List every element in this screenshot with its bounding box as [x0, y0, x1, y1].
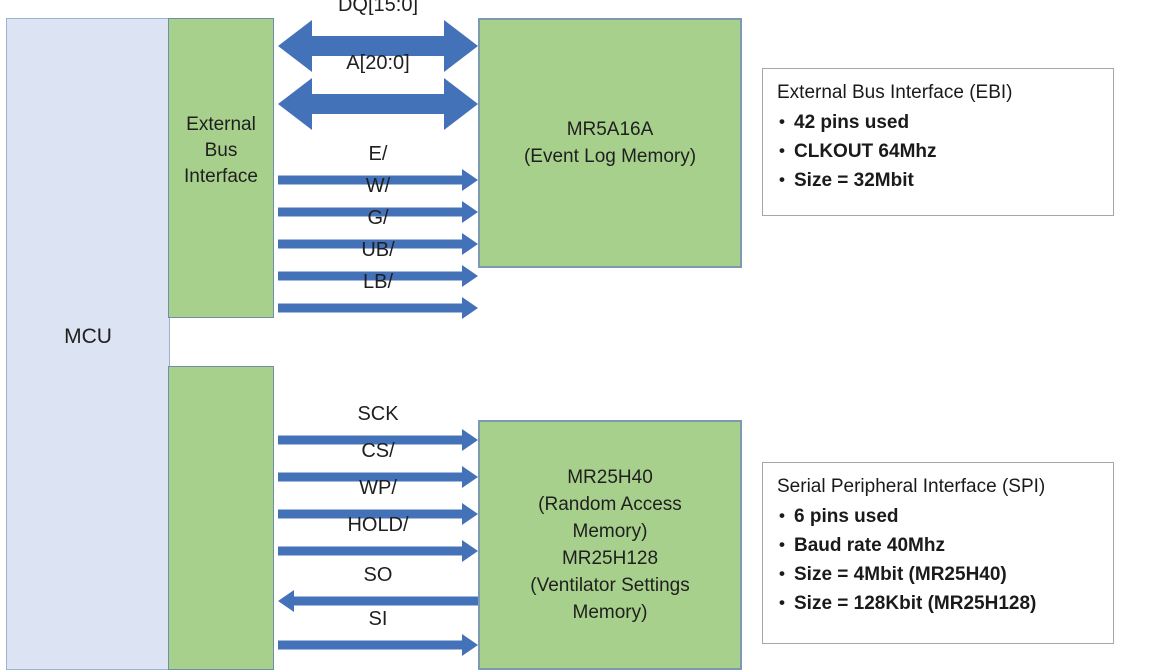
- signal-arrow-ub: [278, 265, 478, 287]
- signal-label-ub: UB/: [361, 239, 395, 261]
- list-item: 42 pins used: [777, 107, 1099, 137]
- signal-label-hold: HOLD/: [347, 514, 409, 536]
- list-item: Size = 128Kbit (MR25H128): [777, 588, 1099, 618]
- signal-label-a200: A[20:0]: [346, 52, 410, 74]
- signal-arrow-sck: [278, 429, 478, 451]
- signal-label-lb: LB/: [362, 271, 394, 293]
- signal-label-so: SO: [363, 564, 393, 586]
- signal-arrow-cs: [278, 466, 478, 488]
- signal-arrow-lb: [278, 297, 478, 319]
- signal-label-si: SI: [368, 608, 388, 630]
- list-item: 6 pins used: [777, 501, 1099, 531]
- signal-label-cs: CS/: [361, 440, 395, 462]
- list-item: Size = 4Mbit (MR25H40): [777, 559, 1099, 589]
- note-spi-title: Serial Peripheral Interface (SPI): [777, 476, 1046, 497]
- note-spi: Serial Peripheral Interface (SPI) 6 pins…: [762, 462, 1114, 644]
- mcu-block: [6, 18, 170, 670]
- signal-label-sck: SCK: [357, 403, 399, 425]
- signal-arrow-dq150: [278, 20, 478, 72]
- note-spi-list: 6 pins used Baud rate 40Mhz Size = 4Mbit…: [777, 501, 1099, 618]
- memory-block-event-log: MR5A16A(Event Log Memory): [478, 18, 742, 268]
- signal-label-wp: WP/: [359, 477, 397, 499]
- list-item: Size = 32Mbit: [777, 165, 1099, 195]
- signal-arrow-w: [278, 201, 478, 223]
- spi-interface-block: [168, 366, 274, 670]
- signal-arrow-g: [278, 233, 478, 255]
- note-ebi-title: External Bus Interface (EBI): [777, 82, 1013, 103]
- list-item: CLKOUT 64Mhz: [777, 136, 1099, 166]
- signal-label-e: E/: [368, 143, 388, 165]
- signal-label-g: G/: [367, 207, 389, 229]
- signal-label-w: W/: [365, 175, 391, 197]
- signal-label-dq150: DQ[15:0]: [337, 0, 419, 16]
- signal-arrow-hold: [278, 540, 478, 562]
- signal-arrow-so: [278, 590, 478, 612]
- external-bus-interface-block: [168, 18, 274, 318]
- signal-arrow-wp: [278, 503, 478, 525]
- mcu-label: MCU: [64, 325, 112, 348]
- signal-arrow-e: [278, 169, 478, 191]
- note-ebi: External Bus Interface (EBI) 42 pins use…: [762, 68, 1114, 216]
- list-item: Baud rate 40Mhz: [777, 530, 1099, 560]
- note-ebi-list: 42 pins used CLKOUT 64Mhz Size = 32Mbit: [777, 107, 1099, 195]
- signal-arrow-si: [278, 634, 478, 656]
- signal-arrow-a200: [278, 78, 478, 130]
